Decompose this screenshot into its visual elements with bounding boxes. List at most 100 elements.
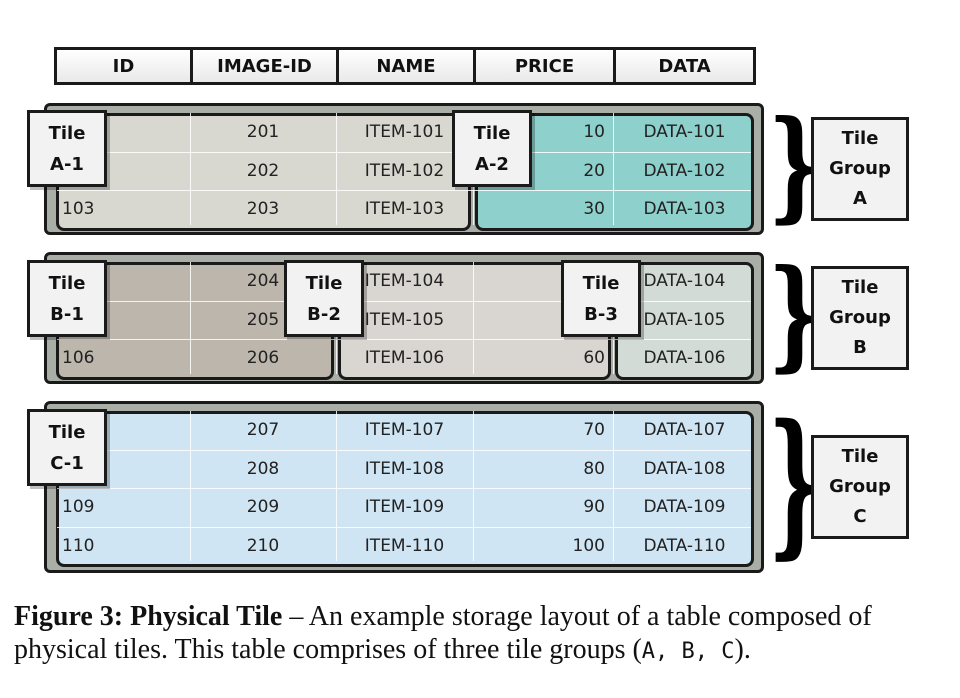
tile-label-line: A-2	[475, 153, 509, 175]
tile-group-label-line: B	[853, 337, 867, 358]
caption-title: Figure 3: Physical Tile	[14, 601, 283, 632]
tile-label-line: Tile	[473, 122, 511, 144]
table-cell: 100	[572, 535, 605, 556]
table-cell: ITEM-106	[364, 348, 445, 368]
table-cell: 209	[246, 497, 280, 517]
tile-label-line: Tile	[305, 272, 343, 294]
column-header: DATA	[613, 47, 756, 85]
table-cell: DATA-108	[643, 458, 726, 479]
tile-group-label-line: Tile	[841, 446, 879, 467]
column-divider	[473, 262, 474, 374]
tile-label-line: A-1	[50, 153, 84, 175]
row-divider	[57, 449, 751, 451]
table-cell: DATA-110	[643, 535, 726, 556]
row-divider	[57, 190, 751, 191]
column-divider	[190, 113, 191, 225]
tile-group-label-line: C	[853, 506, 867, 527]
table-cell: 202	[246, 160, 280, 181]
table-cell: 20	[583, 160, 605, 181]
table-cell: DATA-101	[643, 122, 726, 142]
table-cell: ITEM-104	[364, 271, 445, 291]
tile-group-label-line: Group	[829, 476, 891, 497]
table-cell: 70	[583, 420, 605, 440]
table-cell: 109	[62, 497, 95, 517]
column-header: PRICE	[473, 47, 616, 85]
table-cell: 90	[583, 497, 605, 517]
table-cell: DATA-107	[643, 420, 726, 440]
row-divider	[57, 151, 751, 153]
table-cell: ITEM-108	[364, 458, 445, 479]
tile-label-line: Tile	[48, 272, 86, 294]
tile-group-label-line: Group	[829, 307, 891, 328]
tile-label-line: B-1	[50, 303, 84, 325]
tile-group-label-line: Group	[829, 158, 891, 179]
table-cell: DATA-109	[643, 497, 726, 517]
row-divider	[57, 300, 751, 302]
table-cell: ITEM-109	[364, 497, 445, 517]
tile-label-line: B-3	[584, 303, 618, 325]
table-cell: 204	[246, 271, 280, 291]
column-divider	[336, 113, 337, 225]
table-cell: 210	[246, 535, 280, 556]
table-cell: 206	[246, 348, 280, 368]
row-divider	[57, 526, 751, 528]
tile-label-line: Tile	[48, 421, 86, 443]
table-cell: DATA-103	[643, 199, 726, 219]
table-cell: DATA-102	[643, 160, 726, 181]
tile-group-label-line: Tile	[841, 277, 879, 298]
table-cell: ITEM-102	[364, 160, 445, 181]
table-cell: ITEM-107	[364, 420, 445, 440]
table-cell: 80	[583, 458, 605, 479]
table-cell: ITEM-110	[364, 535, 445, 556]
table-cell: ITEM-105	[364, 309, 445, 330]
row-divider	[57, 339, 751, 340]
column-divider	[613, 411, 614, 561]
tile-label-line: Tile	[48, 122, 86, 144]
physical-tile	[56, 411, 754, 567]
caption-end: ).	[734, 634, 751, 665]
table-cell: 10	[583, 122, 605, 142]
tile-label-line: C-1	[50, 452, 84, 474]
table-cell: 60	[583, 348, 605, 368]
table-cell: 106	[62, 348, 95, 368]
table-cell: DATA-106	[643, 348, 726, 368]
table-cell: 207	[246, 420, 280, 440]
tile-label-line: Tile	[582, 272, 620, 294]
table-cell: ITEM-101	[364, 122, 445, 142]
table-cell: DATA-104	[643, 271, 726, 291]
caption-group-names: A, B, C	[641, 639, 735, 664]
tile-label-line: B-2	[307, 303, 341, 325]
row-divider	[57, 488, 751, 489]
table-cell: DATA-105	[643, 309, 726, 330]
table-cell: 110	[62, 535, 95, 556]
column-header: NAME	[336, 47, 476, 85]
table-cell: 30	[583, 199, 605, 219]
caption-text: – An example storage layout of a table c…	[14, 601, 872, 665]
column-header: ID	[54, 47, 193, 85]
tile-group	[44, 401, 764, 573]
column-divider	[190, 262, 191, 374]
column-header: IMAGE-ID	[190, 47, 339, 85]
column-divider	[336, 411, 337, 561]
column-divider	[190, 411, 191, 561]
table-cell: 205	[246, 309, 280, 330]
table-cell: 203	[246, 199, 280, 219]
column-divider	[613, 113, 614, 225]
column-divider	[473, 411, 474, 561]
table-cell: 103	[62, 199, 95, 219]
table-cell: 208	[246, 458, 280, 479]
tile-group-label-line: Tile	[841, 128, 879, 149]
figure-caption: Figure 3: Physical Tile – An example sto…	[14, 600, 944, 668]
tile-group-label-line: A	[853, 188, 867, 209]
table-cell: ITEM-103	[364, 199, 445, 219]
